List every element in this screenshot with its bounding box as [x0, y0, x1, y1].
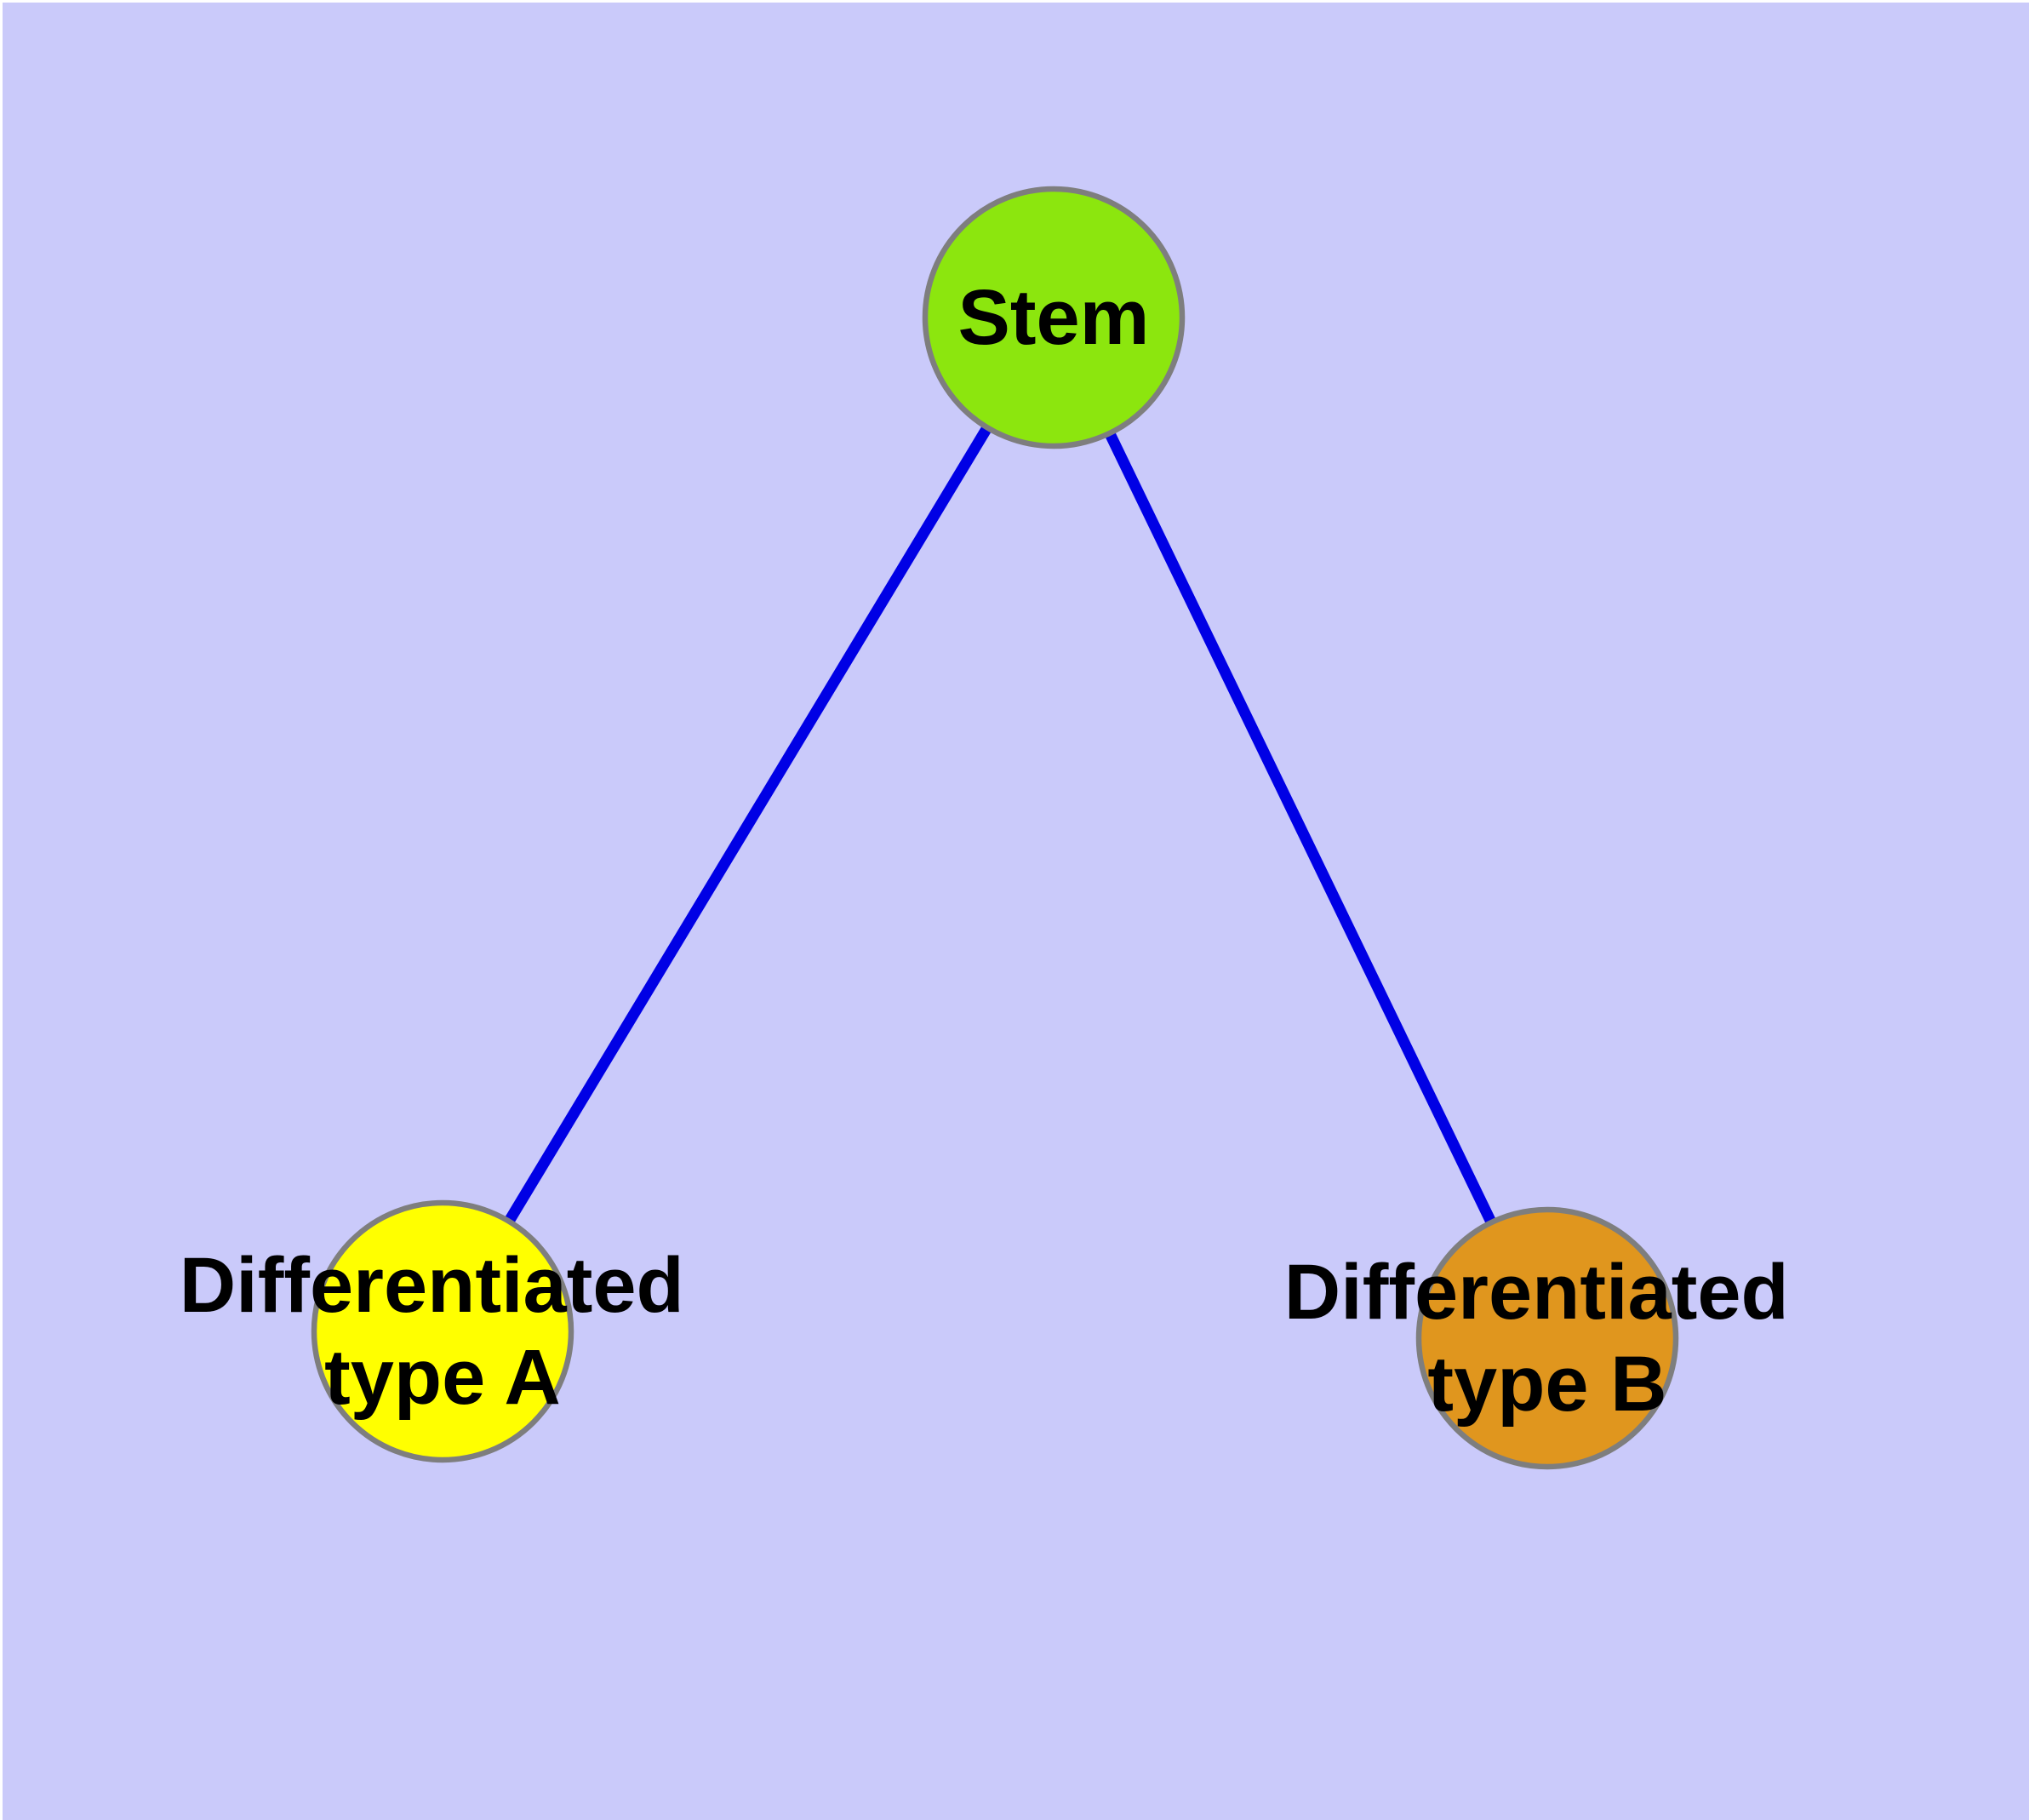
- node-differentiated-type-a: Differentiated type A: [180, 1199, 706, 1463]
- differentiated-type-a-node-circle: [311, 1199, 574, 1463]
- differentiated-type-b-node-circle: [1415, 1206, 1679, 1470]
- node-differentiated-type-b: Differentiated type B: [1284, 1206, 1811, 1470]
- differentiated-type-b-label-line-2: type B: [1427, 1341, 1666, 1428]
- edge-stem-to-type-b: [1049, 315, 1552, 1341]
- stem-node-label: Stem: [958, 274, 1150, 361]
- differentiated-type-a-node-label: Differentiated type A: [180, 1242, 706, 1421]
- differentiated-type-a-label-line-1: Differentiated: [180, 1242, 684, 1329]
- differentiated-type-a-label-line-2: type A: [324, 1334, 561, 1421]
- node-stem: Stem: [922, 186, 1186, 449]
- stem-node-circle: [922, 186, 1186, 449]
- edge-stem-to-type-a: [437, 314, 1059, 1335]
- differentiated-type-b-label-line-1: Differentiated: [1284, 1249, 1789, 1336]
- differentiated-type-b-node-label: Differentiated type B: [1284, 1249, 1811, 1428]
